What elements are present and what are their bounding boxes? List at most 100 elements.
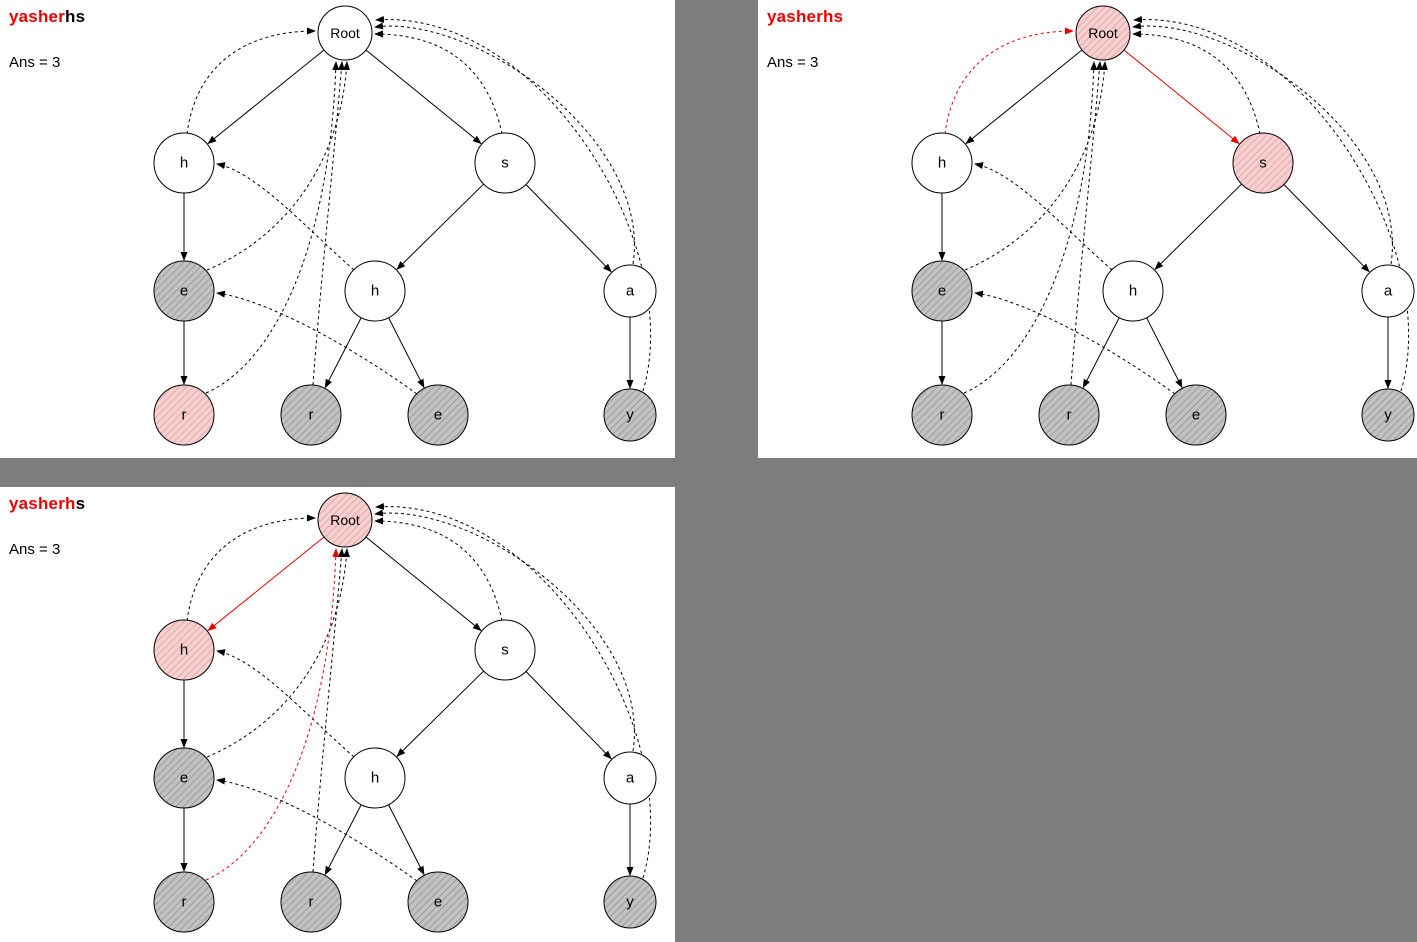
trie-node-y — [1361, 388, 1415, 442]
trie-node-label-s: s — [501, 642, 509, 659]
trie-node-s — [1232, 132, 1294, 194]
query-remaining-text: hs — [65, 7, 86, 26]
trie-edge-h2-e2 — [1146, 317, 1183, 389]
fail-link-e1-root — [964, 61, 1108, 271]
trie-node-label-a: a — [626, 770, 635, 787]
trie-edge-s-a — [525, 671, 612, 760]
answer-label: Ans = 3 — [767, 54, 819, 71]
fail-link-r2-root — [312, 548, 345, 873]
trie-node-root — [317, 5, 373, 61]
trie-node-root — [1075, 5, 1131, 61]
fail-link-r2-root — [312, 61, 345, 386]
trie-edge-s-h2 — [1154, 183, 1242, 270]
fail-link-e2-e1 — [216, 290, 418, 395]
trie-node-a — [1361, 264, 1415, 318]
trie-node-e1 — [153, 747, 215, 809]
query-processed-text: yasherh — [9, 494, 76, 513]
trie-edge-s-a — [525, 184, 612, 273]
trie-edge-s-h2 — [396, 670, 484, 757]
trie-node-e1 — [911, 260, 973, 322]
fail-link-r1-root — [963, 61, 1098, 394]
trie-edge-root-h1 — [965, 49, 1083, 145]
fail-link-y-root — [375, 15, 652, 392]
trie-node-e2 — [407, 384, 469, 446]
fail-link-h1-root — [186, 514, 316, 622]
trie-node-label-a: a — [1384, 283, 1393, 300]
trie-edge-s-a — [1283, 184, 1370, 273]
trie-node-label-h1: h — [180, 642, 188, 659]
fail-link-s-root — [1132, 30, 1261, 135]
trie-node-e1 — [153, 260, 215, 322]
trie-node-label-r1: r — [182, 894, 187, 911]
fail-link-r2-root — [1070, 61, 1103, 386]
trie-node-label-root: Root — [1088, 25, 1118, 41]
trie-node-label-h2: h — [371, 770, 379, 787]
answer-label: Ans = 3 — [9, 541, 61, 558]
trie-node-label-r2: r — [309, 407, 314, 424]
trie-node-label-s: s — [501, 155, 509, 172]
fail-link-a-root — [374, 22, 635, 265]
fail-link-y-root — [375, 502, 652, 879]
fail-link-a-root — [374, 509, 635, 752]
trie-edge-h2-r2 — [324, 804, 362, 876]
trie-node-label-y: y — [1384, 407, 1392, 424]
fail-link-a-root — [1132, 22, 1393, 265]
trie-edge-h2-e2 — [388, 317, 425, 389]
trie-node-label-e1: e — [180, 770, 188, 787]
trie-node-label-r1: r — [940, 407, 945, 424]
trie-node-label-r2: r — [309, 894, 314, 911]
trie-node-a — [603, 264, 657, 318]
trie-edge-root-h1 — [207, 49, 325, 145]
trie-node-s — [474, 132, 536, 194]
trie-node-label-h1: h — [180, 155, 188, 172]
query-string: yasherhs — [9, 7, 85, 27]
answer-label: Ans = 3 — [9, 54, 61, 71]
fail-link-h2-h1 — [216, 162, 355, 271]
trie-node-h2 — [1102, 260, 1164, 322]
fail-link-h2-h1 — [216, 649, 355, 758]
trie-diagram-3: Root h s e h a r r e y — [0, 487, 675, 942]
trie-node-label-r2: r — [1067, 407, 1072, 424]
trie-node-label-e1: e — [938, 283, 946, 300]
fail-link-e2-e1 — [216, 777, 418, 882]
trie-edge-h2-r2 — [324, 317, 362, 389]
trie-node-r1 — [153, 871, 215, 933]
trie-node-h2 — [344, 260, 406, 322]
trie-edge-root-h1 — [207, 536, 325, 632]
trie-node-label-e2: e — [1192, 407, 1200, 424]
trie-edge-root-s — [365, 49, 482, 145]
trie-node-h1 — [153, 619, 215, 681]
trie-node-label-e2: e — [434, 407, 442, 424]
trie-node-label-y: y — [626, 894, 634, 911]
fail-link-s-root — [374, 30, 503, 135]
trie-node-s — [474, 619, 536, 681]
fail-link-y-root — [1133, 15, 1410, 392]
query-remaining-text: s — [75, 494, 86, 513]
trie-node-root — [317, 492, 373, 548]
trie-node-y — [603, 875, 657, 929]
trie-node-label-r1: r — [182, 407, 187, 424]
trie-node-label-e2: e — [434, 894, 442, 911]
trie-node-label-e1: e — [180, 283, 188, 300]
trie-node-r2 — [1038, 384, 1100, 446]
query-string: yasherhs — [9, 494, 85, 514]
trie-node-r1 — [911, 384, 973, 446]
trie-node-h2 — [344, 747, 406, 809]
trie-node-r2 — [280, 871, 342, 933]
trie-node-label-h2: h — [371, 283, 379, 300]
trie-node-label-a: a — [626, 283, 635, 300]
query-string: yasherhs — [767, 7, 843, 27]
trie-node-r2 — [280, 384, 342, 446]
trie-node-y — [603, 388, 657, 442]
trie-node-label-root: Root — [330, 512, 360, 528]
trie-node-label-root: Root — [330, 25, 360, 41]
fail-link-e1-root — [206, 61, 350, 271]
fail-link-r1-root — [205, 548, 340, 881]
trie-edge-h2-e2 — [388, 804, 425, 876]
fail-link-e2-e1 — [974, 290, 1176, 395]
trie-edge-h2-r2 — [1082, 317, 1120, 389]
trie-edge-root-s — [1123, 49, 1240, 145]
